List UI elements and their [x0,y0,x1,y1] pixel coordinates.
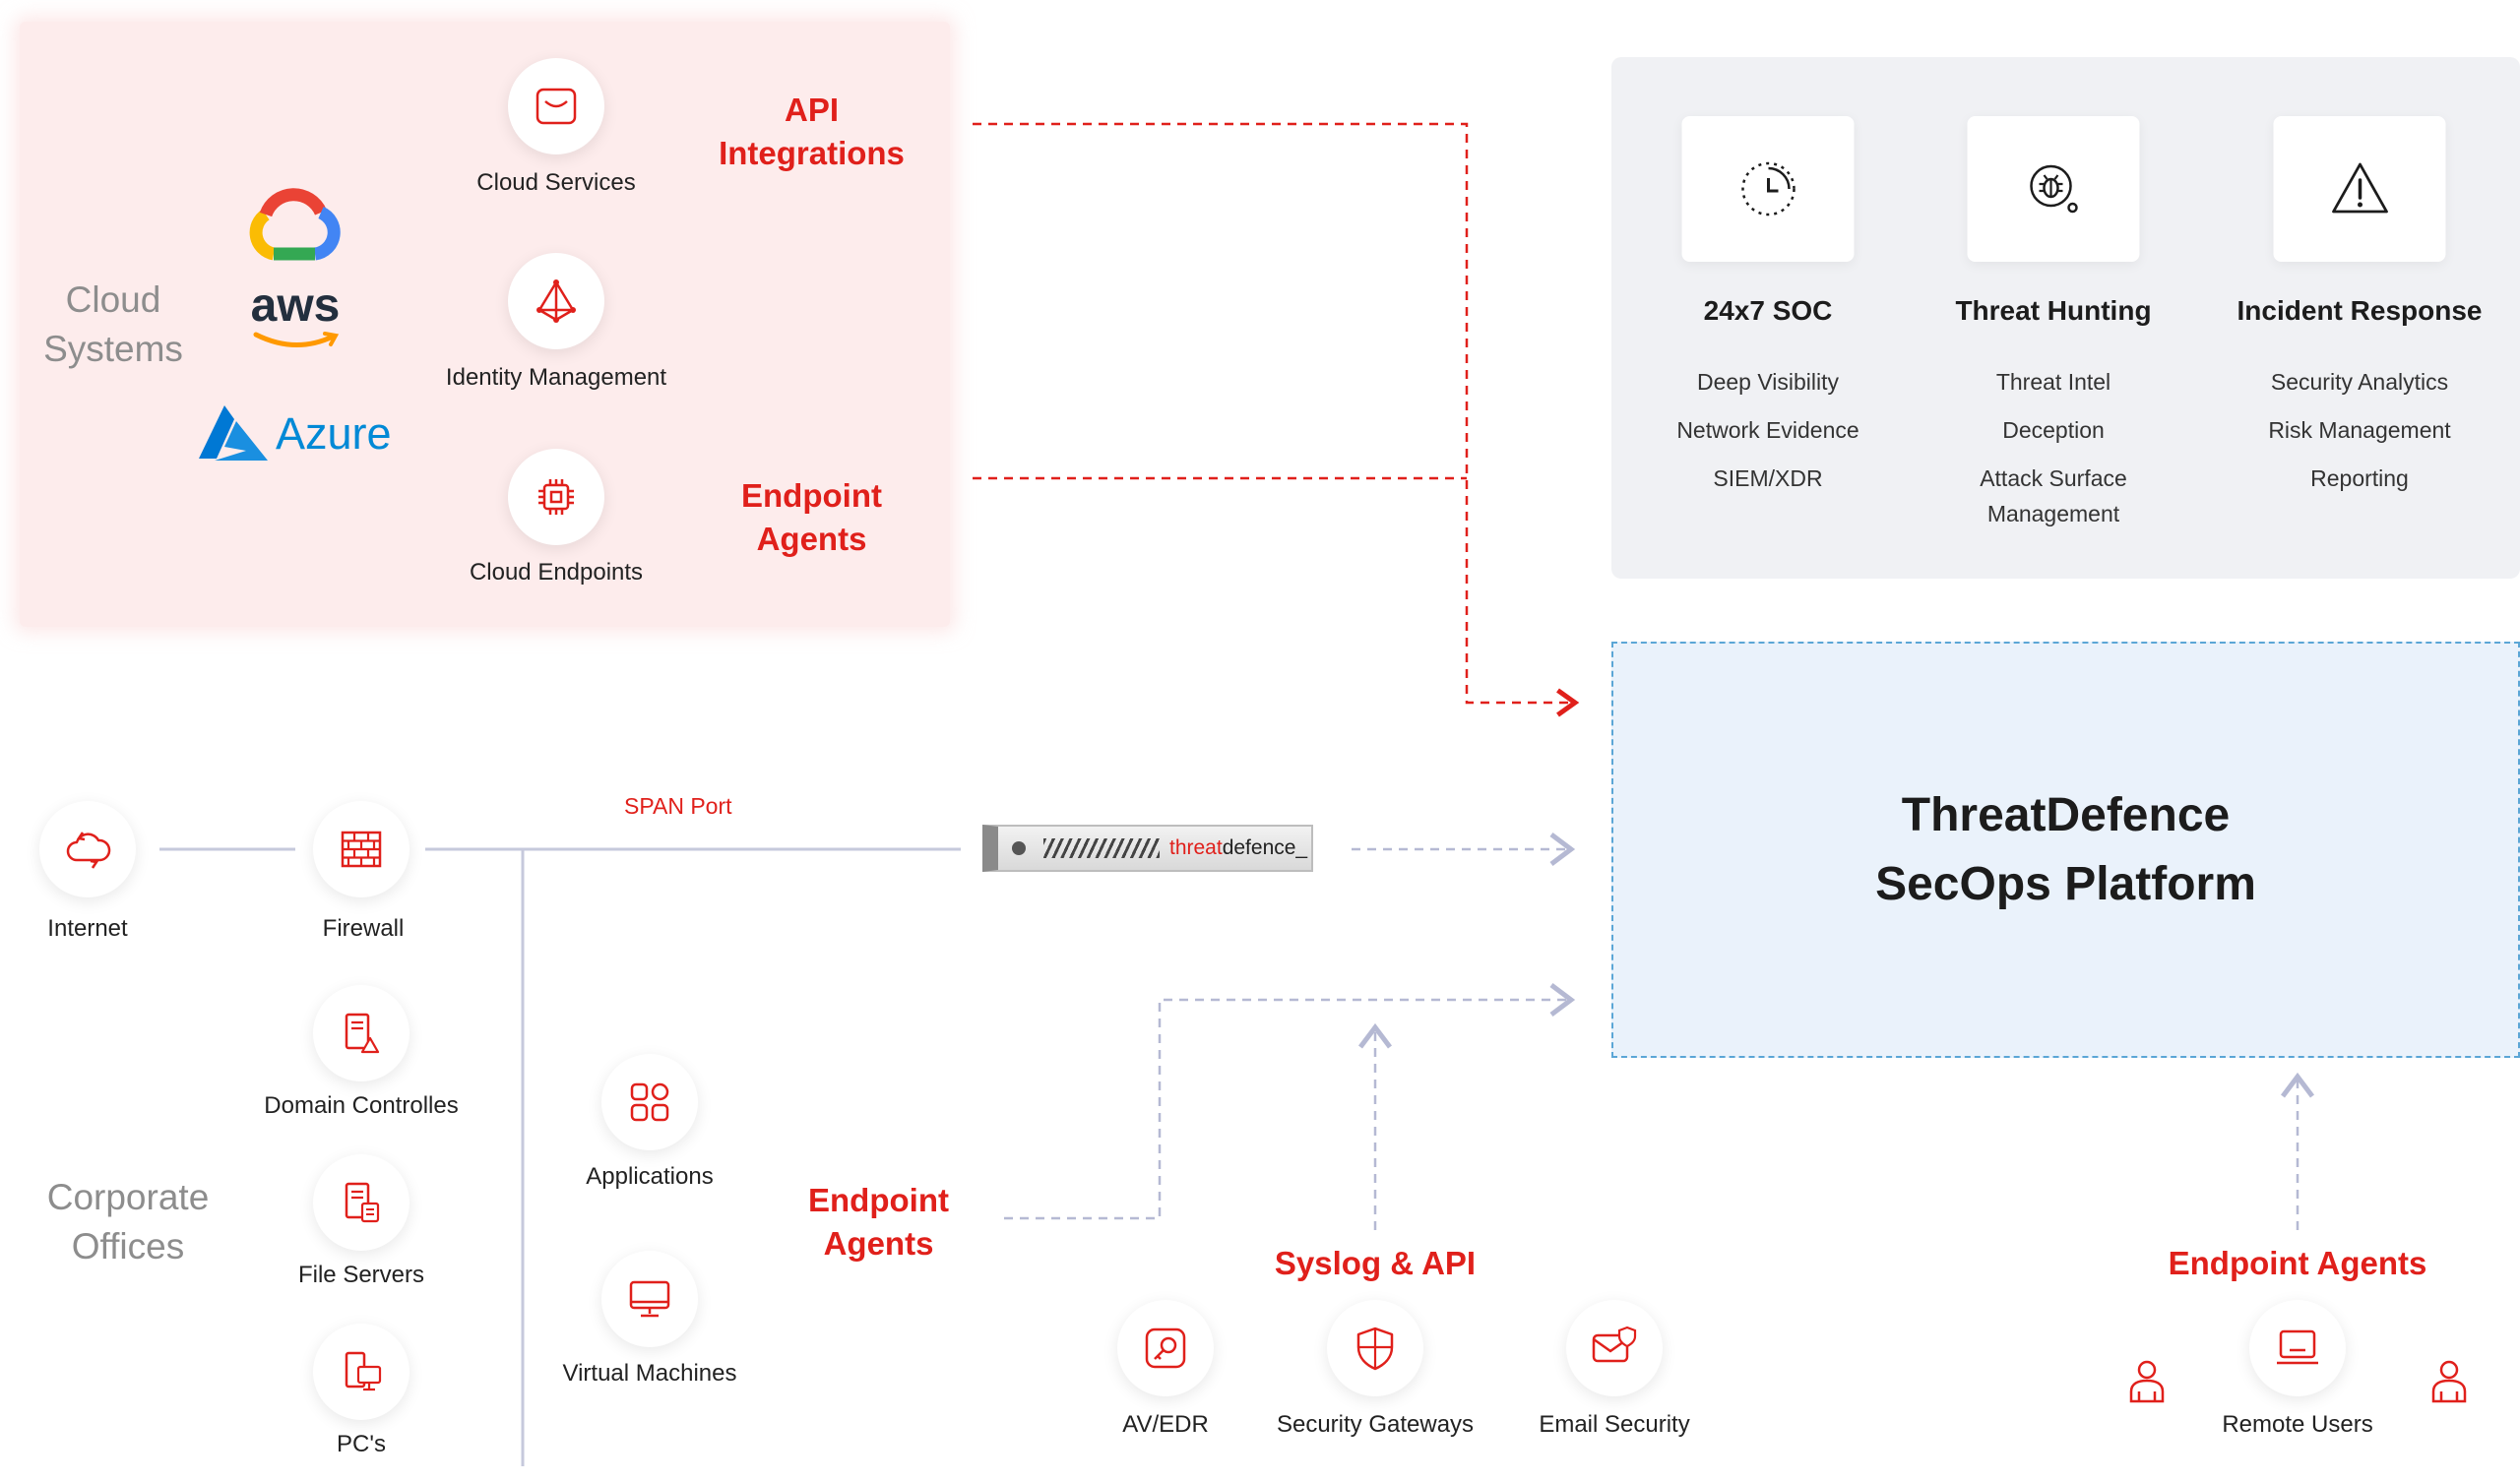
file-servers-label: File Servers [297,1262,425,1288]
incident-response-card[interactable] [2273,116,2446,262]
cloud-services-node[interactable] [508,58,604,154]
platform-title-line1: ThreatDefence [1901,788,2231,841]
soc-item: SIEM/XDR [1713,465,1823,491]
apps-grid-icon [630,1082,669,1122]
mail-shield-icon [1592,1326,1637,1363]
domain-controllers-label: Domain Controlles [264,1092,459,1119]
identity-management-node[interactable] [508,253,604,349]
virtual-machines-node[interactable] [601,1251,698,1347]
pcs-node[interactable] [313,1324,410,1420]
warning-icon [2331,162,2388,214]
soc-title: 24x7 SOC [1703,295,1833,326]
threat-hunting-item: Management [1986,501,2120,526]
mail-window-icon [536,88,577,125]
applications-label: Applications [586,1163,714,1190]
cloud-endpoints-label: Cloud Endpoints [469,559,644,586]
azure-icon [199,405,268,461]
google-cloud-logo [249,188,341,261]
cloud-endpoint-agents-title: Endpoint Agents [741,477,882,557]
cloud-endpoints-node[interactable] [508,449,604,545]
incident-response-item: Reporting [2310,465,2409,491]
threat-hunting-title: Threat Hunting [1955,295,2152,326]
endpoint-agents-connector [1004,983,1576,1220]
corporate-endpoint-agents-title: Endpoint Agents [808,1182,949,1262]
span-port-label: SPAN Port [624,793,732,819]
file-servers-node[interactable] [313,1154,410,1251]
security-gateways-node[interactable] [1327,1300,1423,1396]
aws-logo: aws [241,282,349,355]
api-connector [973,122,1580,717]
firewall-node[interactable] [313,801,410,897]
laptop-icon [2277,1329,2318,1365]
cloud-systems-title: Cloud Systems [43,279,183,369]
corporate-offices-title: Corporate Offices [46,1177,210,1266]
av-edr-label: AV/EDR [1122,1411,1209,1438]
appliance-brand: threatdefence_ [1169,836,1308,859]
monitor-icon [629,1280,670,1318]
cloud-sync-icon [66,832,111,869]
user-icon [2129,1360,2165,1403]
firewall-label: Firewall [322,915,405,942]
remote-users-node[interactable] [2249,1300,2346,1396]
applications-node[interactable] [601,1054,698,1150]
internet-node[interactable] [39,801,136,897]
cloud-systems-panel [20,22,950,627]
user-icon [2431,1360,2467,1403]
pcs-label: PC's [337,1431,386,1457]
key-window-icon [1145,1328,1186,1369]
threat-hunting-item: Deception [2002,417,2105,443]
soc-item: Deep Visibility [1696,369,1840,395]
server-warning-icon [345,1013,380,1054]
server-files-icon [345,1182,380,1223]
appliance-vent [1043,838,1160,858]
shield-icon [1356,1327,1394,1371]
incident-response-item: Security Analytics [2270,369,2449,395]
pc-icon [345,1351,382,1391]
email-security-node[interactable] [1566,1300,1663,1396]
chip-icon [538,479,574,515]
identity-management-label: Identity Management [445,364,667,391]
threat-hunting-card[interactable] [1967,116,2140,262]
threat-hunting-item: Attack Surface [1980,465,2127,491]
secops-platform[interactable]: ThreatDefence SecOps Platform [1611,642,2520,1058]
appliance-led [1012,841,1026,855]
domain-controllers-node[interactable] [313,985,410,1081]
incident-response-title: Incident Response [2236,295,2483,326]
syslog-api-title: Syslog & API [1274,1245,1477,1281]
email-security-label: Email Security [1539,1411,1690,1438]
network-triangle-icon [536,279,576,323]
incident-response-item: Risk Management [2268,417,2451,443]
av-edr-node[interactable] [1117,1300,1214,1396]
bug-search-icon [2029,164,2078,214]
threatdefence-appliance[interactable]: threatdefence_ [982,825,1313,872]
firewall-icon [341,831,382,868]
remote-users-label: Remote Users [2222,1411,2373,1438]
security-gateways-label: Security Gateways [1276,1411,1475,1438]
threat-hunting-item: Threat Intel [1995,369,2111,395]
soc-card[interactable] [1681,116,1855,262]
internet-label: Internet [47,915,128,942]
clock-icon [1740,161,1796,216]
aws-smile-icon [253,332,340,347]
cloud-services-label: Cloud Services [476,169,636,196]
api-integrations-title: API Integrations [719,92,905,171]
platform-title-line2: SecOps Platform [1875,857,2256,910]
soc-item: Network Evidence [1676,417,1859,443]
virtual-machines-label: Virtual Machines [562,1360,737,1387]
remote-endpoint-agents-title: Endpoint Agents [2168,1245,2427,1281]
azure-logo: Azure [195,403,392,464]
